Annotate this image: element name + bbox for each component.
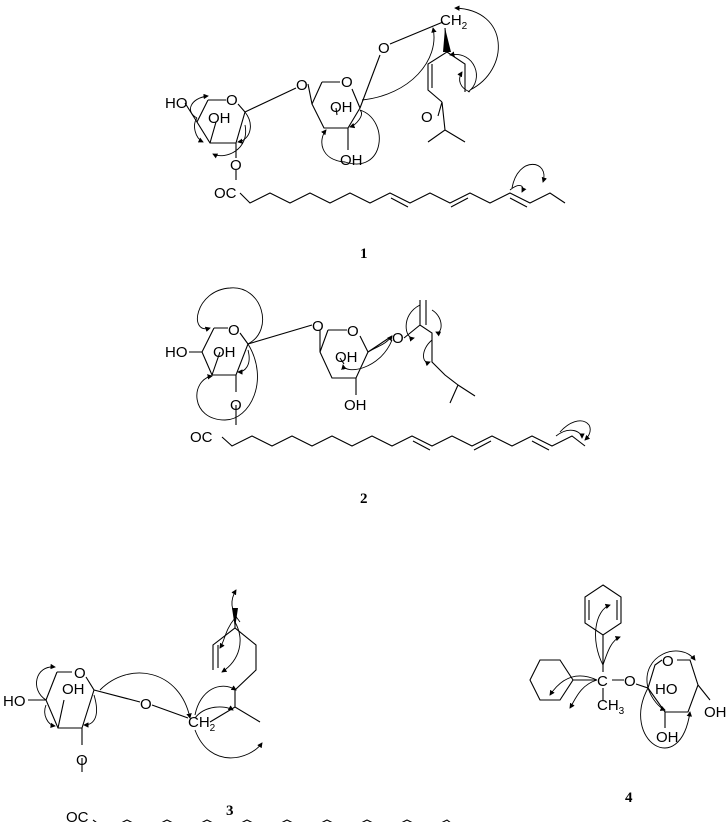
hmbc-arrow: [194, 729, 263, 759]
hmbc-arrow: [361, 27, 437, 101]
atom-o: O: [296, 77, 308, 94]
atom-o: O: [312, 318, 324, 335]
bonds: [573, 635, 711, 728]
hmbc-arrow: [197, 287, 264, 345]
bonds: [189, 300, 476, 425]
atom-o: O: [226, 92, 238, 109]
compound-2: HO OH O O O OH OH O O OC 2: [165, 287, 591, 507]
sugar-ring: [45, 671, 95, 729]
atom-o: O: [624, 673, 636, 690]
sugar-ring-b: [319, 329, 369, 379]
hmbc-arrow: [423, 339, 433, 367]
atom-oh: OH: [213, 344, 236, 361]
hmbc-arrow: [457, 71, 471, 93]
atom-ch3: CH3: [597, 697, 625, 717]
hmbc-arrow: [190, 93, 209, 119]
hmbc-arrow: [640, 687, 693, 749]
atom-c: C: [597, 673, 608, 690]
wedge-bond: [443, 28, 451, 52]
hmbc-arrow: [569, 679, 598, 709]
hmbc-arrow: [595, 603, 611, 666]
atom-ch2: CH2: [188, 714, 216, 734]
sugar-ring-a: [196, 99, 246, 144]
hmbc-arrow: [511, 163, 547, 189]
atom-oh: OH: [340, 152, 363, 169]
atom-ho: HO: [165, 95, 188, 112]
hmbc-arrow: [83, 694, 97, 728]
atom-o: O: [74, 665, 86, 682]
double-bonds: [390, 197, 528, 208]
hmbc-arrow: [212, 124, 247, 159]
atom-ho: HO: [3, 693, 26, 710]
hmbc-arrow: [219, 617, 236, 649]
atom-o: O: [230, 397, 242, 414]
atom-o: O: [341, 74, 353, 91]
double-bonds: [412, 440, 550, 451]
hmbc-arrow: [431, 309, 442, 337]
hmbc-arrow: [196, 343, 258, 421]
hmbc-arrow: [349, 109, 362, 129]
atom-oh: OH: [330, 99, 353, 116]
compound-label: 1: [360, 246, 368, 262]
atom-oc: OC: [190, 429, 213, 446]
compound-label: 4: [625, 790, 633, 806]
fatty-acid-chain: [221, 435, 586, 447]
atom-o: O: [140, 696, 152, 713]
hmbc-arrow: [454, 5, 499, 91]
hmbc-arrow: [647, 687, 666, 711]
atom-ch2: CH2: [440, 12, 468, 32]
hmbc-arrow: [449, 51, 477, 93]
hmbc-arrow: [646, 650, 696, 689]
atom-oh: OH: [335, 349, 358, 366]
hmbc-arrow: [194, 705, 234, 719]
atom-oh: OH: [344, 397, 367, 414]
atom-oh: OH: [704, 704, 727, 721]
atom-o: O: [230, 157, 242, 174]
hmbc-arrow: [555, 429, 585, 439]
atom-oh: OH: [208, 110, 231, 127]
hmbc-arrow: [405, 304, 421, 342]
sugar-ring-a: [201, 327, 249, 376]
compound-1: HO OH O O O OH OH O CH2 O O OC 1: [165, 5, 566, 262]
atom-ho: HO: [655, 681, 678, 698]
atom-o: O: [392, 330, 404, 347]
hmbc-arrow: [341, 339, 393, 371]
hmbc-arrow: [221, 621, 241, 673]
atom-ho: HO: [165, 344, 188, 361]
fatty-acid-chain: [239, 192, 566, 204]
atom-oh: OH: [62, 681, 85, 698]
hmbc-arrow: [367, 335, 393, 353]
atom-o: O: [76, 752, 88, 769]
hmbc-arrow: [549, 675, 598, 696]
atom-oh: OH: [656, 729, 679, 746]
hmbc-arrow: [237, 349, 250, 375]
hmbc-arrow: [602, 636, 621, 666]
atom-o: O: [347, 323, 359, 340]
hmbc-arrow: [509, 185, 527, 193]
hmbc-arrow: [44, 704, 56, 729]
hmbc-arrow: [99, 672, 192, 719]
atom-o: O: [421, 109, 433, 126]
atom-o: O: [228, 322, 240, 339]
atom-oc: OC: [66, 809, 89, 822]
hmbc-arrow: [559, 420, 591, 441]
atom-oc: OC: [214, 185, 237, 202]
hmbc-arrow: [231, 589, 241, 623]
atom-o: O: [662, 653, 674, 670]
compound-label: 3: [226, 803, 234, 819]
cyclohexyl-ring: [529, 659, 574, 701]
hmbc-arrow: [194, 117, 204, 143]
compound-4: C O O HO OH OH CH3 4: [529, 584, 727, 806]
atom-o: O: [378, 40, 390, 57]
hmbc-arrow: [237, 111, 251, 144]
sugar-ring-b: [311, 81, 361, 129]
hmbc-arrow: [321, 109, 380, 165]
hmbc-arrow: [36, 663, 56, 701]
compound-3: HO OH O O CH2 O OC 3: [3, 589, 451, 822]
compound-label: 2: [360, 491, 368, 507]
hmbc-arrow: [194, 685, 237, 716]
